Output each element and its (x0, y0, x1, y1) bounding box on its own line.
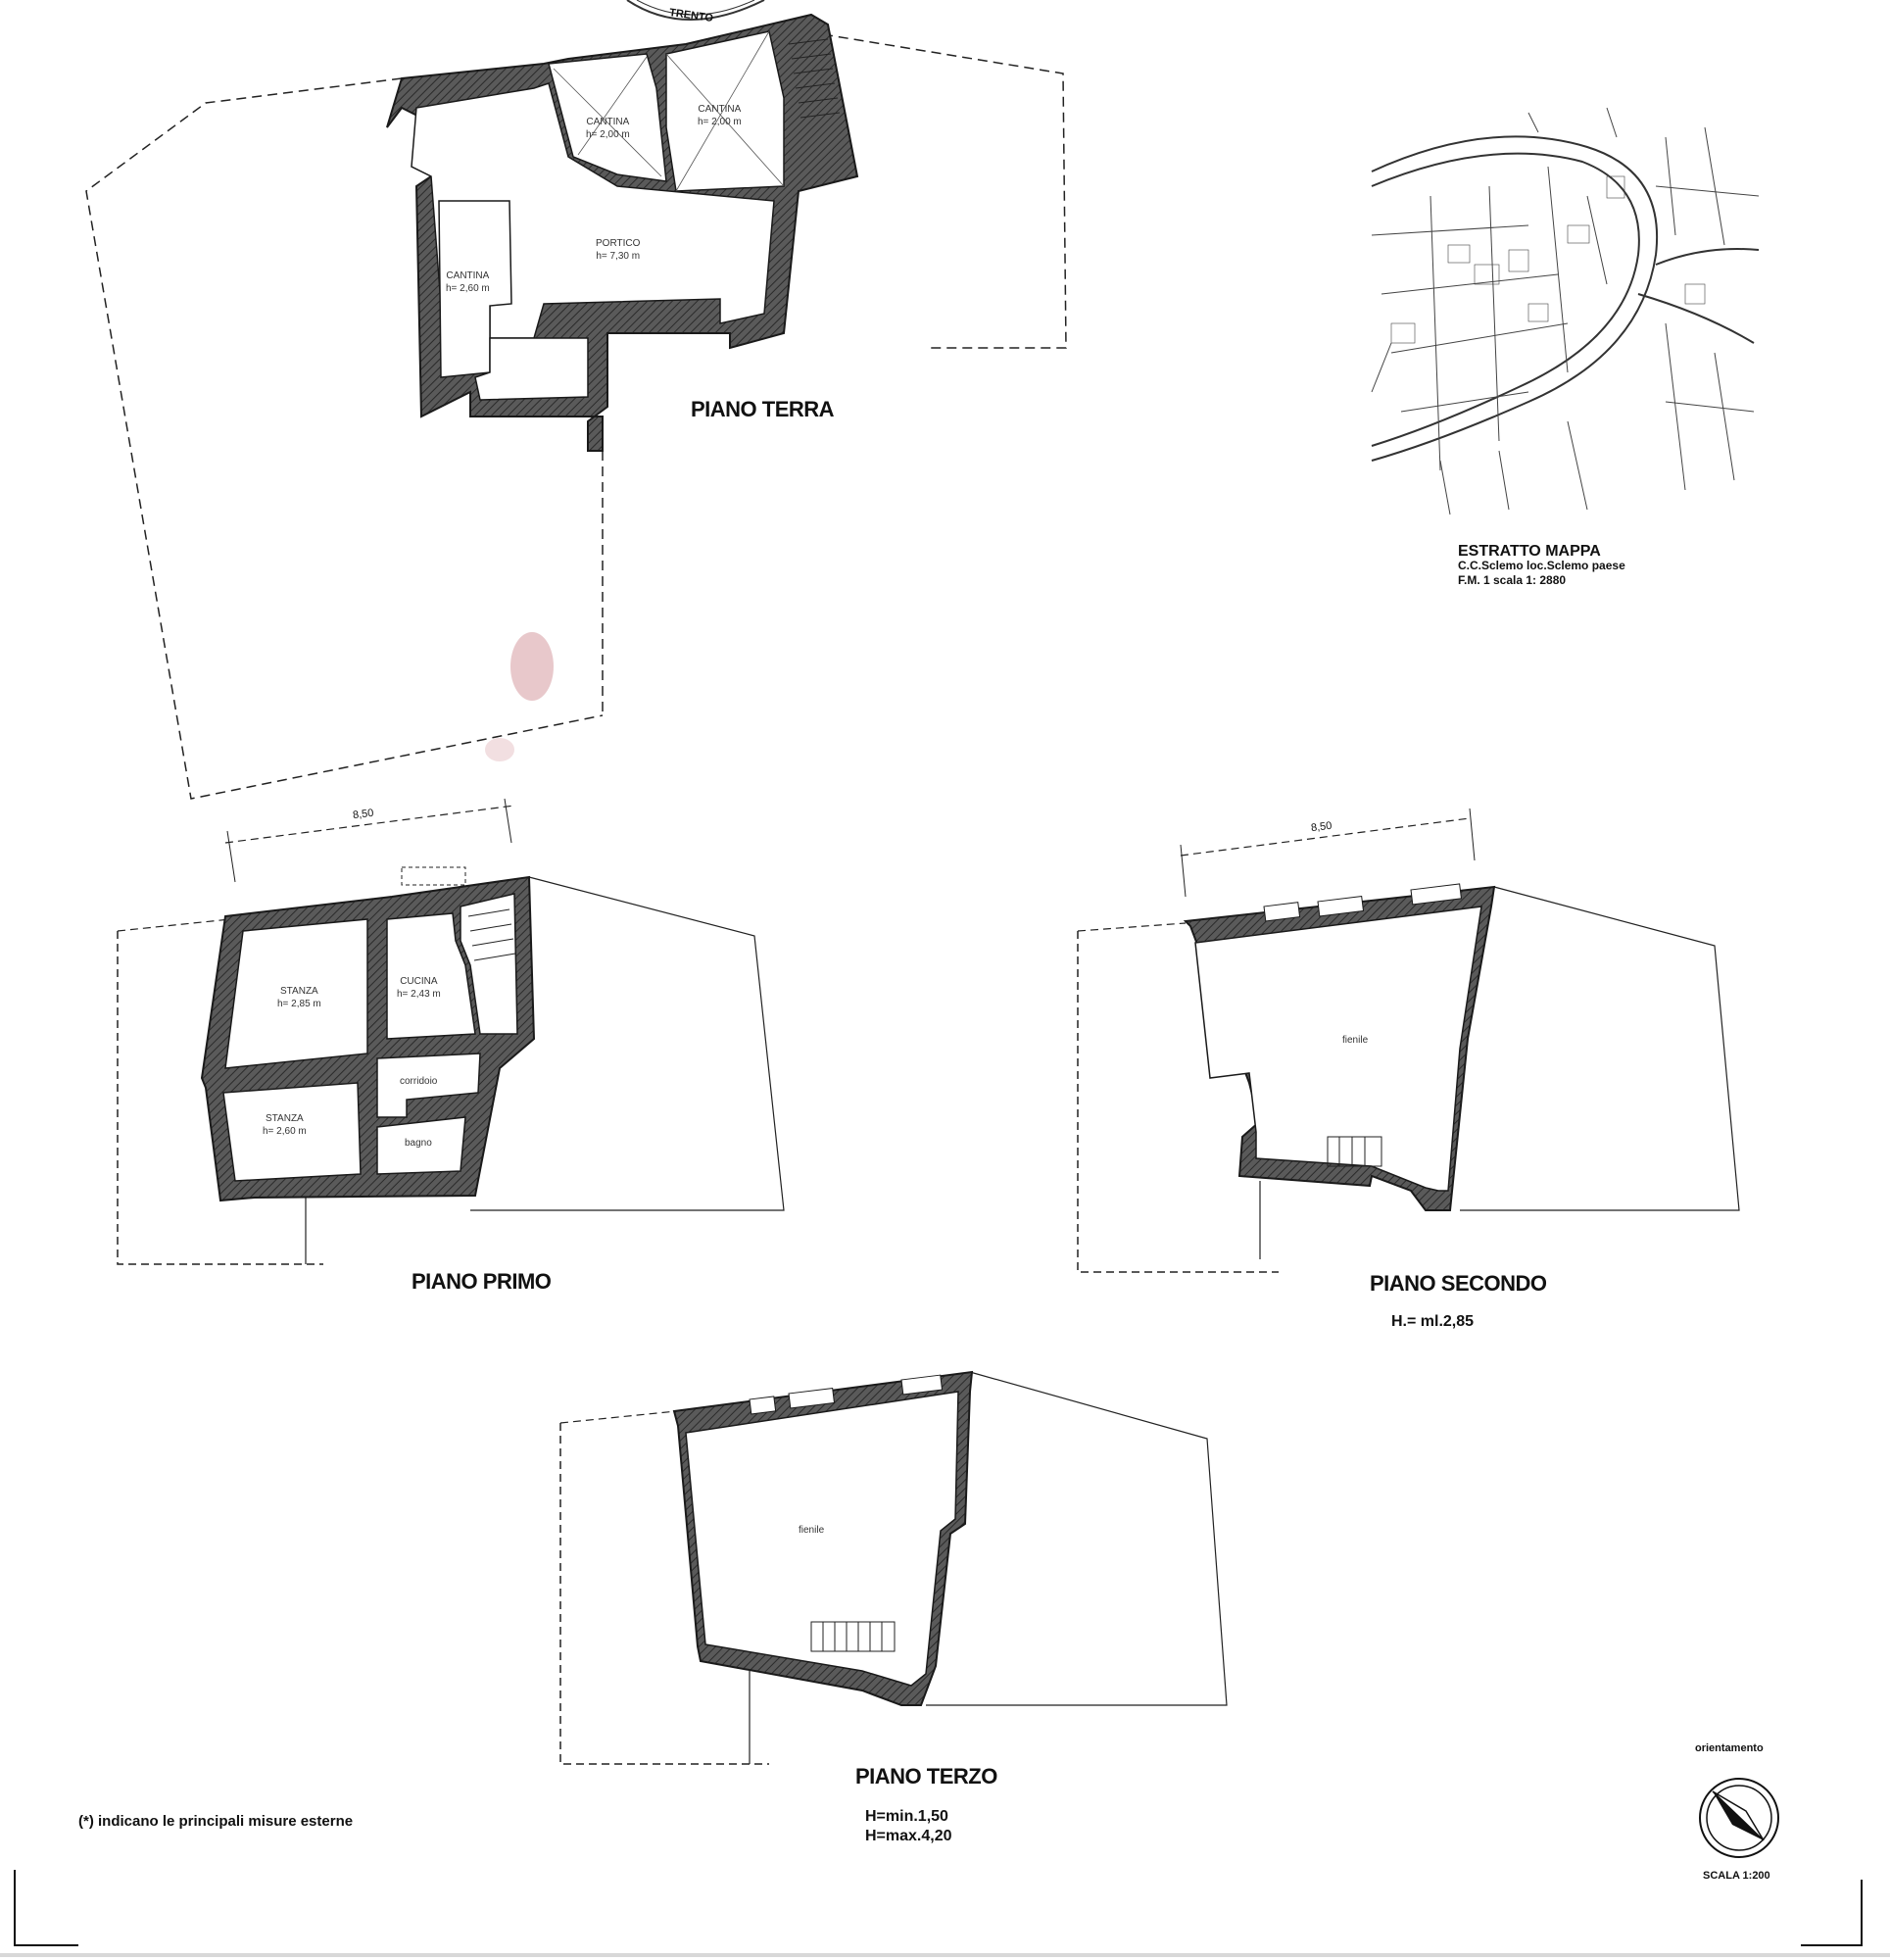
map-extract-caption: ESTRATTO MAPPA C.C.Sclemo loc.Sclemo pae… (1458, 543, 1625, 588)
room-label-second: fienile (1342, 1035, 1369, 1046)
height-max-third: H=max.4,20 (865, 1828, 952, 1844)
stair-third (810, 1621, 896, 1652)
room-label-first-5: bagno (405, 1138, 432, 1149)
room-void-first-corridoio (376, 1053, 481, 1118)
stair-ground (788, 38, 841, 119)
plan-third-floor (559, 1370, 1228, 1765)
plan-title-first: PIANO PRIMO (412, 1269, 552, 1294)
stair-second (1327, 1136, 1382, 1167)
scale-label: SCALA 1:200 (1703, 1870, 1770, 1882)
compass-icon (1699, 1778, 1779, 1858)
stair-first (467, 908, 516, 961)
stain-mark (510, 632, 554, 701)
cadastral-map (1367, 107, 1760, 515)
room-void-third-fienile (685, 1391, 959, 1687)
bottom-rule (0, 1953, 1890, 1957)
plan-first-floor (117, 798, 785, 1265)
room-void-ground-passage (474, 337, 589, 401)
height-note-second: H.= ml.2,85 (1391, 1313, 1475, 1330)
plan-second-floor (1077, 808, 1740, 1273)
room-label-first-4: corridoio (400, 1076, 438, 1087)
plan-title-ground: PIANO TERRA (691, 397, 835, 421)
room-label-third: fienile (799, 1525, 825, 1536)
height-min-third: H=min.1,50 (865, 1808, 948, 1825)
crop-mark-right (1801, 1880, 1863, 1946)
site-boundary-first (117, 931, 323, 1265)
site-boundary-ground (85, 77, 604, 800)
room-void-ground-cantina-1 (548, 53, 667, 182)
vault-lines-ground (553, 30, 785, 192)
room-void-first-stair (460, 893, 518, 1035)
site-boundary-ground-right (822, 33, 1067, 349)
room-void-first-stanza-1 (224, 918, 368, 1069)
crop-mark-left (14, 1870, 78, 1946)
room-void-first-cucina (386, 912, 476, 1040)
room-void-first-stanza-2 (222, 1082, 362, 1182)
plan-ground-floor (85, 13, 1067, 800)
plan-title-second: PIANO SECONDO (1370, 1271, 1547, 1296)
room-void-first-bagno (376, 1116, 466, 1175)
dimension-line-first (224, 805, 515, 844)
plan-title-third: PIANO TERZO (855, 1764, 997, 1788)
dimension-line-second (1180, 817, 1471, 857)
site-boundary-second (1077, 931, 1279, 1273)
room-void-ground-cantina-3 (438, 200, 512, 378)
stamp-seal (626, 0, 765, 21)
room-void-second-fienile (1194, 906, 1482, 1192)
orientation-label: orientamento (1695, 1742, 1764, 1754)
footnote: (*) indicano le principali misure estern… (78, 1813, 354, 1830)
